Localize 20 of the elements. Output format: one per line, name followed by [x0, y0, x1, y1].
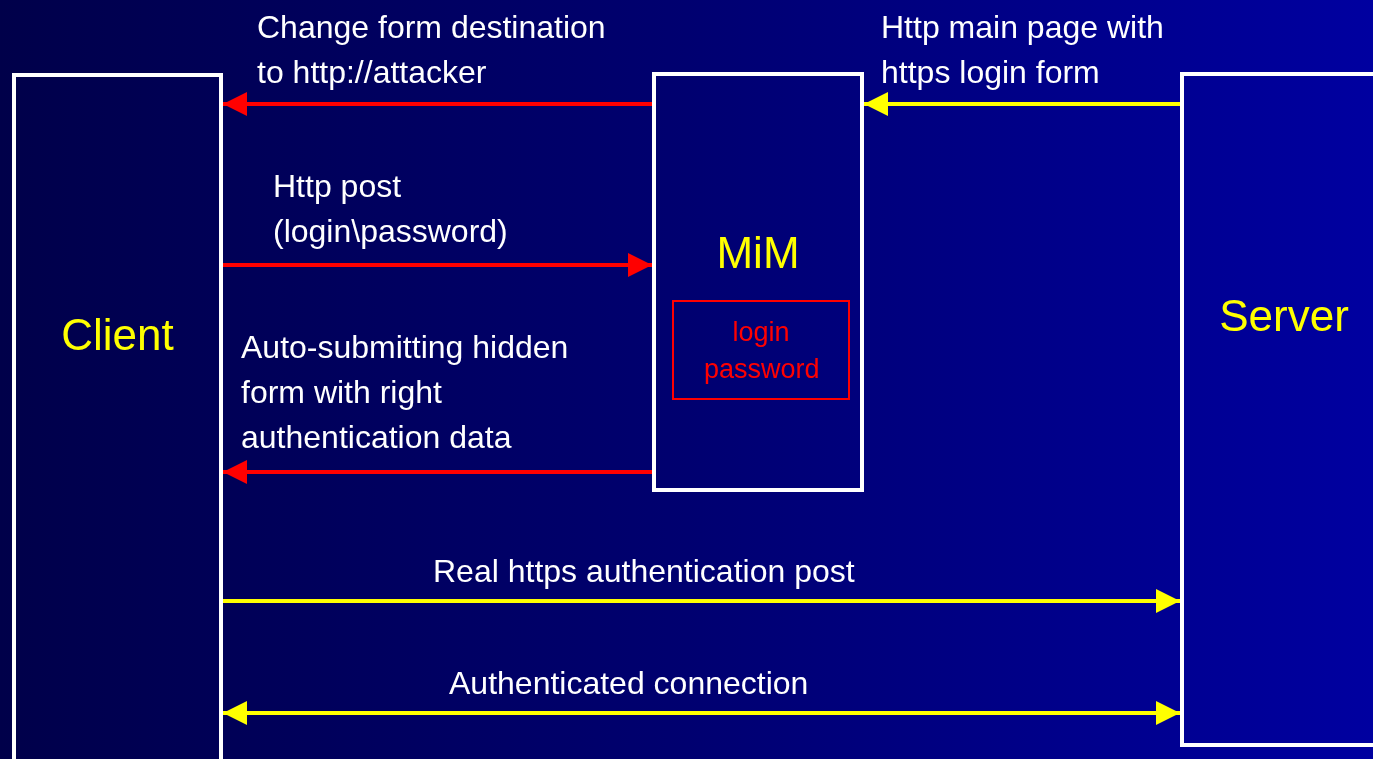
edge-label: Auto-submitting hidden form with right authentication data [241, 328, 570, 457]
server-box [1180, 72, 1373, 747]
edge-label: Real https authentication post [433, 552, 856, 591]
node-label: Server [1218, 290, 1350, 342]
arrow [223, 589, 1180, 613]
node-label: MiM [715, 227, 801, 279]
node-label: Client [60, 309, 175, 361]
arrow [223, 253, 652, 277]
arrow [223, 701, 1180, 725]
edge-label: Http post (login\password) [273, 167, 509, 251]
arrow [223, 460, 652, 484]
edge-label: Http main page with https login form [881, 8, 1165, 92]
edge-label: Authenticated connection [449, 664, 810, 703]
arrow [223, 92, 652, 116]
captured-credentials-box [672, 300, 850, 400]
attacker-box [652, 72, 864, 492]
client-box [12, 73, 223, 759]
edge-label: Change form destination to http://attacker [257, 8, 607, 92]
arrow [864, 92, 1180, 116]
credentials-text: login password [703, 316, 821, 387]
